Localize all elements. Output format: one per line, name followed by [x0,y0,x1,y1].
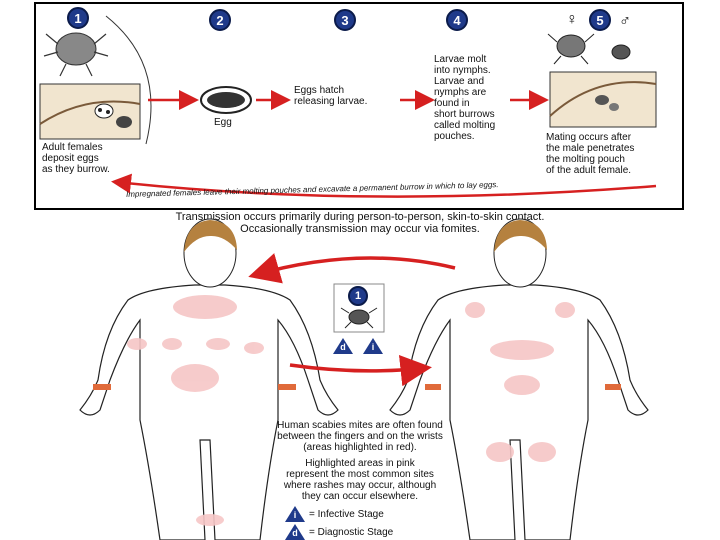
legend-diagnostic: d = Diagnostic Stage [285,524,393,540]
mating-mites-icon [547,33,631,65]
female-symbol: ♀ [566,11,578,28]
center-stage-badge: 1 [348,286,368,306]
burrow-skin-image [39,83,141,140]
stage-3-caption: Eggs hatch releasing larvae. [294,85,368,107]
stage-badge-4: 4 [446,9,468,31]
pink-note: Highlighted areas in pink represent the … [283,458,437,502]
diagnostic-tag-icon: d [333,338,353,354]
legend-infective-icon: i [285,506,305,522]
legend-diagnostic-label: = Diagnostic Stage [309,526,394,538]
legend-diagnostic-icon: d [285,524,305,540]
legend-infective-label: = Infective Stage [309,508,384,520]
transmission-line-2: Occasionally transmission may occur via … [240,223,480,235]
infective-tag-icon: i [363,338,383,354]
molting-pouch-image [549,71,657,128]
life-cycle-panel: 1 2 3 4 5 ♀ ♂ Adult females deposit eggs… [34,2,684,210]
stage-4-caption: Larvae molt into nymphs. Larvae and nymp… [434,54,496,142]
human-figure-back [79,218,339,540]
wrist-highlights [93,384,621,390]
male-symbol: ♂ [619,13,631,30]
stage-5-caption: Mating occurs after the male penetrates … [546,132,635,176]
egg-icon [200,86,252,114]
stage-arrows [111,90,657,198]
human-figure-front [389,218,649,540]
fingers-note: Human scabies mites are often found betw… [277,420,443,453]
stage-2-caption: Egg [214,117,232,128]
stage-badge-2: 2 [209,9,231,31]
legend-infective: i = Infective Stage [285,506,384,522]
transmission-line-1: Transmission occurs primarily during per… [175,211,545,223]
stage-badge-5: 5 [589,9,611,31]
rash-sites [127,295,575,526]
transmission-arrows [248,253,456,387]
life-cycle-drawing [39,15,657,198]
stage-1-caption: Adult females deposit eggs as they burro… [42,142,110,175]
stage-badge-1: 1 [67,7,89,29]
adult-female-mite-icon [43,15,152,145]
stage-badge-3: 3 [334,9,356,31]
